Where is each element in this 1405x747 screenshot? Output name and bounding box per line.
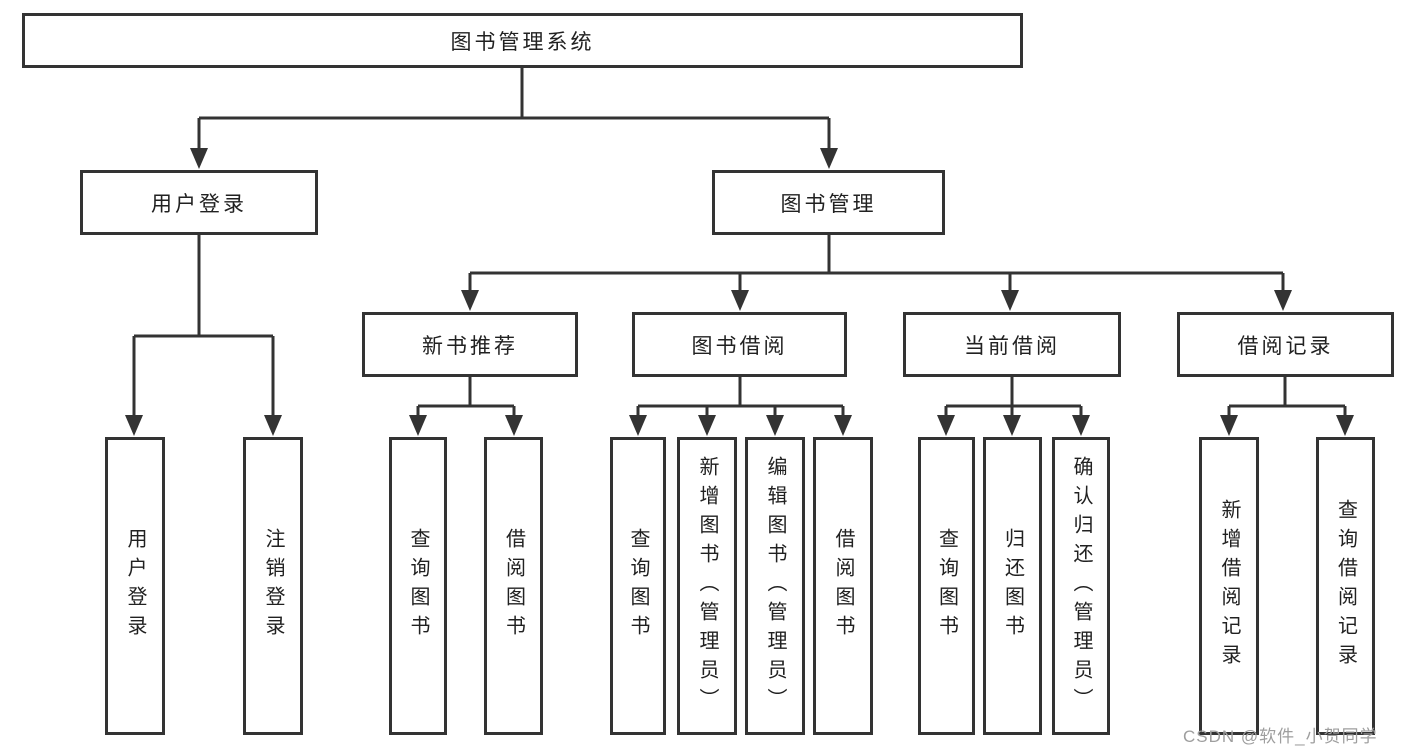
node-label: 编辑图书（管理员） — [764, 455, 786, 717]
node-label: 当前借阅 — [964, 334, 1060, 358]
leaf-edit-books-admin: 编辑图书（管理员） — [745, 437, 805, 735]
leaf-user-login: 用户登录 — [105, 437, 165, 735]
arrowheads — [125, 148, 1354, 436]
node-label: 注销登录 — [262, 528, 284, 644]
node-library-management-system: 图书管理系统 — [22, 13, 1023, 68]
leaf-add-borrow-record: 新增借阅记录 — [1199, 437, 1259, 735]
node-borrow-records: 借阅记录 — [1177, 312, 1394, 377]
node-book-borrow: 图书借阅 — [632, 312, 847, 377]
leaf-query-books: 查询图书 — [918, 437, 975, 735]
node-new-book-recommend: 新书推荐 — [362, 312, 578, 377]
leaf-add-books-admin: 新增图书（管理员） — [677, 437, 737, 735]
node-label: 借阅图书 — [832, 528, 854, 644]
node-label: 新增图书（管理员） — [696, 455, 718, 717]
node-label: 归还图书 — [1001, 528, 1024, 644]
node-label: 图书管理系统 — [450, 30, 595, 54]
node-label: 查询图书 — [627, 528, 649, 644]
leaf-logout: 注销登录 — [243, 437, 303, 735]
node-label: 查询图书 — [935, 528, 958, 644]
watermark: CSDN @软件_小贺同学 — [1183, 727, 1378, 746]
leaf-return-books: 归还图书 — [983, 437, 1042, 735]
node-label: 确认归还（管理员） — [1070, 455, 1092, 717]
leaf-borrow-books: 借阅图书 — [484, 437, 543, 735]
node-label: 新增借阅记录 — [1218, 499, 1240, 673]
node-book-management: 图书管理 — [712, 170, 945, 235]
node-label: 用户登录 — [124, 528, 146, 644]
node-user-login: 用户登录 — [80, 170, 318, 235]
node-label: 查询图书 — [407, 528, 429, 644]
node-label: 新书推荐 — [422, 334, 518, 358]
leaf-query-borrow-record: 查询借阅记录 — [1316, 437, 1375, 735]
leaf-query-books: 查询图书 — [389, 437, 447, 735]
node-current-borrow: 当前借阅 — [903, 312, 1121, 377]
node-label: 借阅图书 — [502, 528, 525, 644]
node-label: 图书借阅 — [691, 334, 788, 358]
node-label: 查询借阅记录 — [1334, 499, 1357, 673]
leaf-query-books: 查询图书 — [610, 437, 666, 735]
node-label: 借阅记录 — [1237, 334, 1334, 358]
node-label: 图书管理 — [780, 192, 877, 216]
leaf-borrow-books: 借阅图书 — [813, 437, 873, 735]
node-label: 用户登录 — [151, 192, 247, 216]
leaf-confirm-return-admin: 确认归还（管理员） — [1052, 437, 1110, 735]
